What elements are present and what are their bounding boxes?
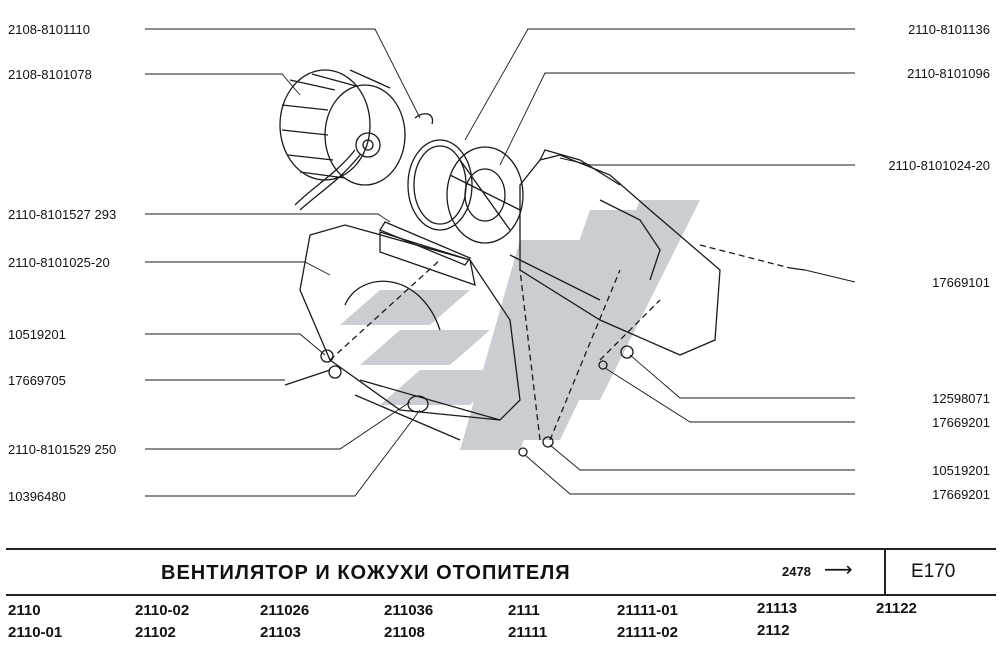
model-code: 2110-01 (8, 624, 63, 641)
model-code: 21108 (384, 624, 425, 641)
model-code: 21122 (876, 600, 917, 617)
reference-code: 2478 (782, 564, 811, 579)
seal-ring-drawing (407, 139, 473, 231)
callout-left-4: 2110-8101025-20 (8, 255, 110, 270)
model-list: 2110 2110-01 2110-02 21102 211026 21103 … (0, 598, 1000, 648)
leader-lines (145, 28, 856, 497)
blower-wheel-drawing (279, 69, 406, 211)
callout-right-7: 10519201 (932, 463, 990, 478)
callout-right-6: 17669201 (932, 415, 990, 430)
motor-flange-drawing (446, 146, 524, 244)
callout-left-7: 2110-8101529 250 (8, 442, 117, 457)
callout-left-2: 2108-8101078 (8, 67, 92, 82)
callout-left-3: 2110-8101527 293 (8, 207, 117, 222)
callout-left-8: 10396480 (8, 489, 66, 504)
model-code: 21103 (260, 624, 301, 641)
exploded-view (145, 28, 856, 497)
model-code: 211036 (384, 602, 434, 619)
callout-left-5: 10519201 (8, 327, 66, 342)
title-divider (884, 550, 886, 594)
model-code: 21111-02 (617, 624, 678, 641)
callout-right-2: 2110-8101096 (907, 66, 990, 81)
model-code: 21113 (757, 600, 798, 617)
callout-right-1: 2110-8101136 (908, 22, 990, 37)
model-code: 21111 (508, 624, 548, 641)
assembly-lines (329, 244, 791, 441)
lower-housing-drawing (299, 224, 521, 441)
clip-drawing (414, 113, 434, 125)
gasket-drawing (379, 221, 472, 266)
callout-left-6: 17669705 (8, 373, 66, 388)
page-title: ВЕНТИЛЯТОР И КОЖУХИ ОТОПИТЕЛЯ (161, 562, 571, 584)
model-code: 211026 (260, 602, 310, 619)
callout-left-1: 2108-8101110 (8, 22, 90, 37)
model-code: 2110-02 (135, 602, 190, 619)
model-code: 21102 (135, 624, 176, 641)
callout-right-8: 17669201 (932, 487, 990, 502)
callout-right-4: 17669101 (932, 275, 990, 290)
parts-diagram (145, 28, 856, 497)
model-code: 2111 (508, 602, 540, 619)
watermark-logo (340, 200, 700, 450)
upper-housing-drawing (509, 149, 721, 356)
callout-right-5: 12598071 (932, 391, 990, 406)
model-code: 21111-01 (617, 602, 678, 619)
title-bar: ВЕНТИЛЯТОР И КОЖУХИ ОТОПИТЕЛЯ 2478 ⟶ E17… (6, 548, 996, 596)
arrow-right-icon: ⟶ (824, 559, 853, 581)
model-code: 2110 (8, 602, 41, 619)
model-code: 2112 (757, 622, 790, 639)
callout-right-3: 2110-8101024-20 (888, 158, 990, 173)
page-code: E170 (911, 561, 956, 582)
